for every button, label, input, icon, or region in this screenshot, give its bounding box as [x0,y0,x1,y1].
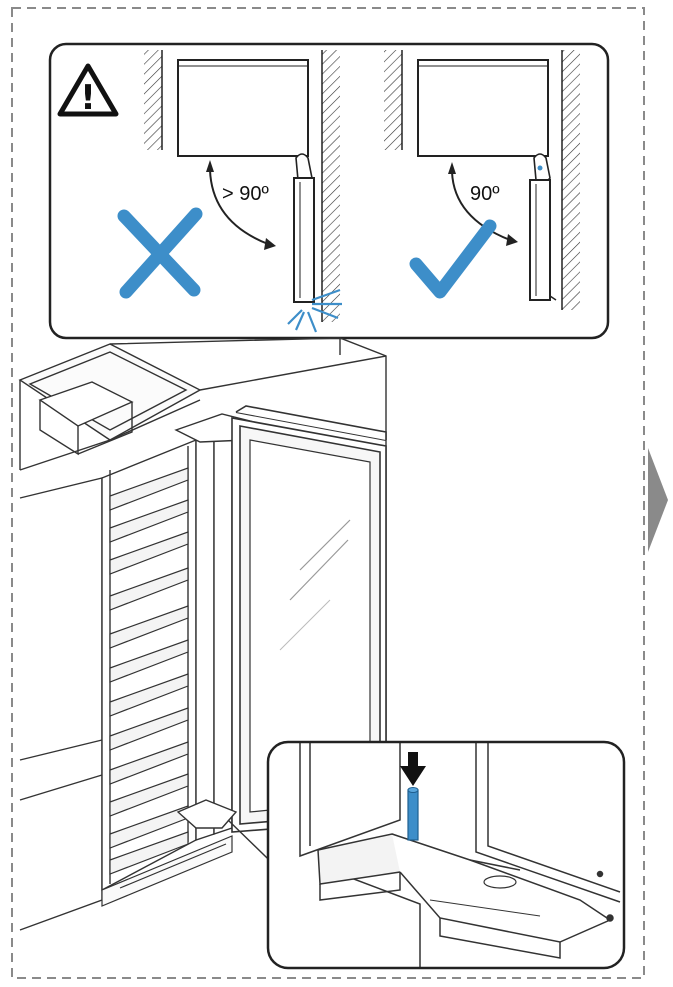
appliance-top-view [177,59,309,157]
cross-icon [117,207,203,299]
detail-frame [266,740,626,970]
appliance-top-view [417,59,549,157]
next-step-arrow-icon[interactable] [648,448,668,552]
hinge-pin-detail [266,740,626,970]
wall-hatch-left [144,50,162,150]
wall-hatch-right [322,50,340,322]
warning-symbol: ! [80,78,96,118]
open-door [529,179,551,301]
wine-shelves [109,467,189,875]
door-angle-inset: ! > 90º [48,42,610,340]
appliance-frame [195,419,233,841]
checkmark-icon [409,219,497,299]
wrong-example: > 90º [117,50,342,333]
wall-hatch-right [562,50,580,310]
angle-label-wrong: > 90º [222,183,269,205]
collision-burst [287,288,342,333]
wall-hatch-left [384,50,402,150]
down-arrow-icon [400,752,426,786]
plinth-grille [101,835,233,907]
warning-triangle-icon: ! [57,63,119,118]
angle-label-correct: 90º [470,183,500,205]
dashed-step-frame [11,7,645,979]
hinge-pin-icon [407,787,419,841]
correct-example: 90º [384,50,580,310]
glass-door [231,405,387,833]
left-cabinet-panel [19,477,103,931]
open-door [293,177,315,303]
